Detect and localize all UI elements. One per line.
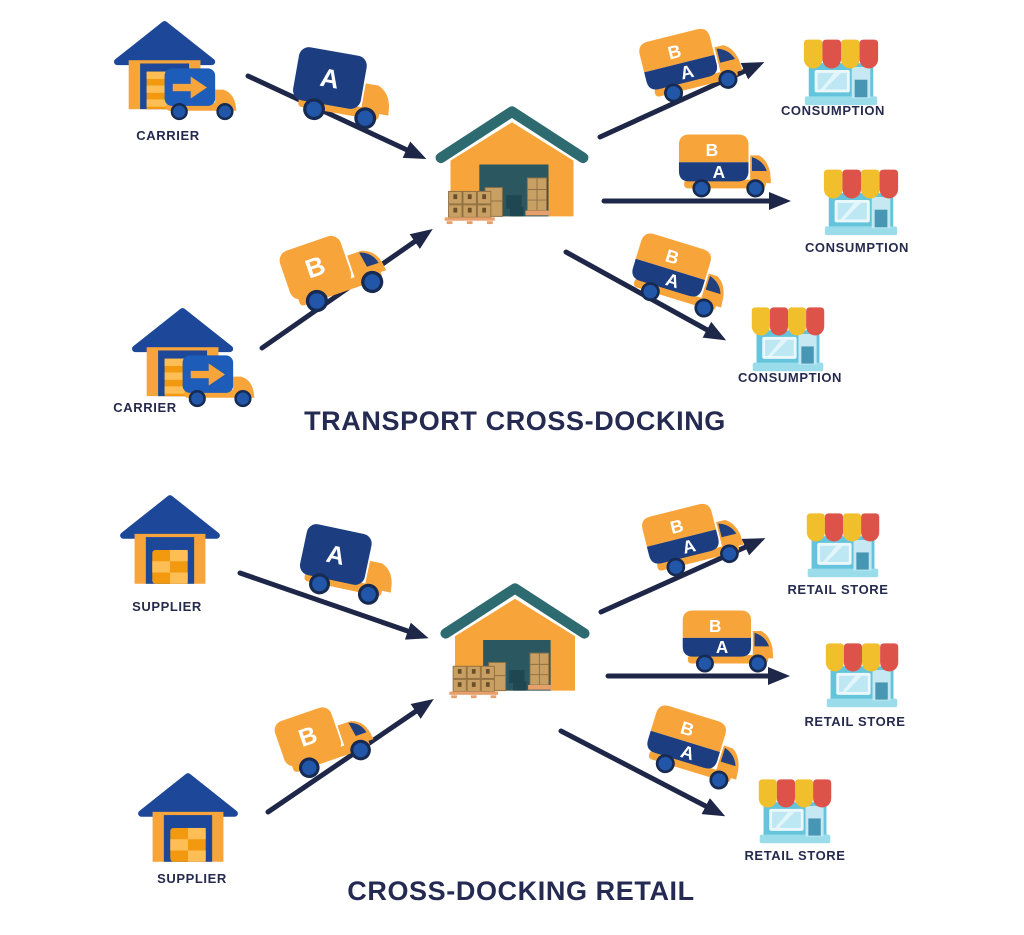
top-diagram-title: TRANSPORT CROSS-DOCKING	[304, 406, 726, 436]
truck-ba-letter-a: A	[680, 535, 697, 558]
cross-dock-warehouse-icon	[435, 103, 589, 226]
truck-ba-letter-b: B	[666, 41, 684, 64]
consumption-store-icon	[823, 169, 899, 236]
truck-ba-icon: B A	[624, 229, 738, 322]
retail-store-label: RETAIL STORE	[787, 582, 889, 597]
arrow-carrier1-to-dock	[245, 73, 427, 159]
truck-ba-letter-b: B	[668, 515, 685, 538]
truck-ba-letter-b: B	[706, 140, 719, 160]
truck-ba-letter-b: B	[678, 718, 696, 741]
carrier-label: CARRIER	[136, 128, 200, 143]
truck-ba-icon: B A	[635, 19, 748, 108]
truck-ba-letter-b: B	[709, 617, 721, 636]
truck-ba-letter-a: A	[713, 162, 726, 182]
consumption-label: CONSUMPTION	[780, 103, 886, 118]
supplier-warehouse-icon	[120, 492, 220, 587]
truck-ba-letter-a: A	[678, 61, 696, 84]
arrow-dock-to-retail3	[558, 728, 726, 817]
truck-ba-letter-a: A	[716, 638, 728, 657]
carrier-warehouse-icon	[132, 303, 256, 411]
truck-ba-icon: B A	[681, 609, 775, 673]
bottom-diagram-title: CROSS-DOCKING RETAIL	[347, 876, 695, 906]
retail-store-icon	[758, 779, 832, 844]
truck-ba-letter-a: A	[663, 269, 681, 292]
consumption-label: CONSUMPTION	[737, 370, 843, 385]
truck-ba-icon: B A	[638, 494, 749, 582]
consumption-store-icon	[803, 39, 879, 106]
consumption-store-icon	[751, 307, 825, 372]
truck-a-icon: A	[287, 43, 400, 133]
truck-a-letter: A	[318, 62, 342, 95]
arrow-supplier2-to-dock	[265, 699, 434, 815]
supplier-label: SUPPLIER	[157, 871, 227, 886]
truck-ba-icon: B A	[677, 133, 773, 198]
cross-dock-warehouse-icon	[440, 580, 590, 700]
truck-b-icon: B	[275, 220, 393, 319]
supplier-warehouse-icon	[138, 770, 238, 865]
truck-a-icon: A	[293, 520, 404, 610]
consumption-label: CONSUMPTION	[804, 240, 910, 255]
retail-store-icon	[806, 513, 880, 578]
truck-ba-letter-a: A	[678, 741, 696, 764]
truck-b-icon: B	[270, 692, 380, 785]
supplier-label: SUPPLIER	[132, 599, 202, 614]
retail-store-label: RETAIL STORE	[804, 714, 906, 729]
truck-ba-icon: B A	[639, 701, 753, 794]
truck-ba-letter-b: B	[663, 246, 681, 269]
carrier-warehouse-icon	[114, 16, 238, 124]
retail-store-icon	[825, 643, 899, 708]
truck-a-letter: A	[324, 540, 347, 571]
arrow-supplier1-to-dock	[237, 570, 429, 640]
retail-store-label: RETAIL STORE	[744, 848, 846, 863]
carrier-label: CARRIER	[113, 400, 177, 415]
